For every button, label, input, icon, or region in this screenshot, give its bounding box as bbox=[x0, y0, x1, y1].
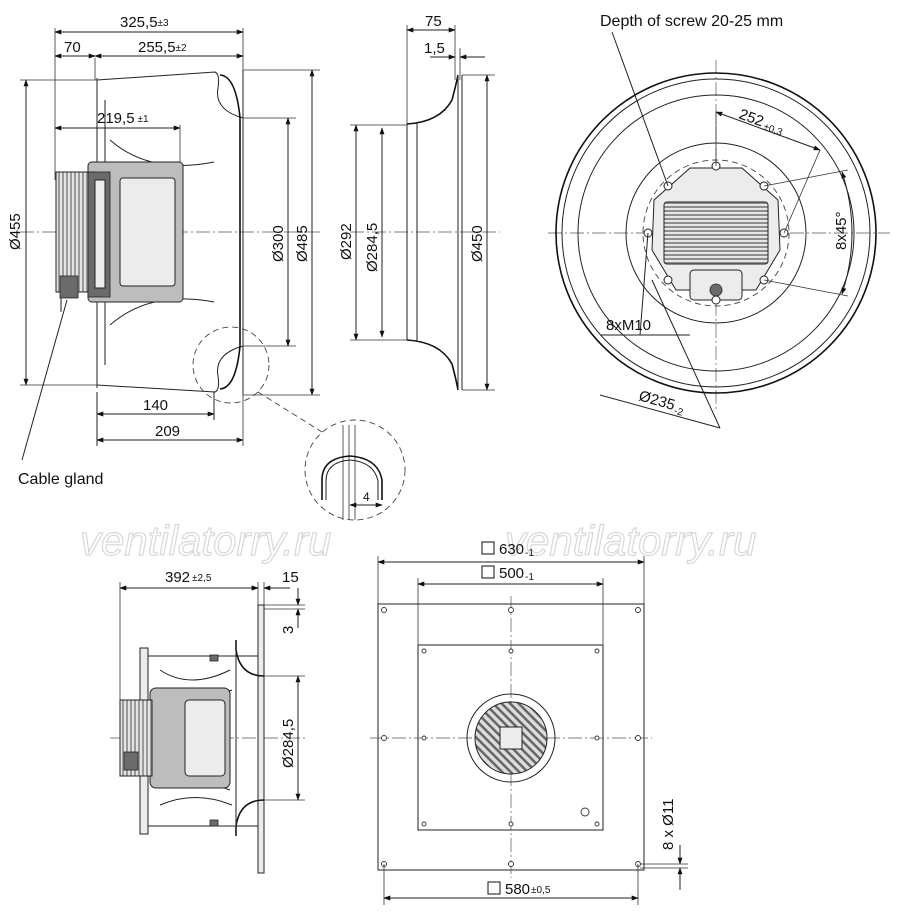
dim-dia-300: Ø300 bbox=[270, 225, 287, 262]
plate-view-dimensions: 630-1 500-1 580±0,5 8 x Ø11 bbox=[377, 541, 688, 905]
mounted-side-view-dimensions: 392±2,5 15 3 Ø284,5 bbox=[119, 569, 305, 801]
detail-view: 4 bbox=[304, 419, 406, 521]
watermark-left: ventilatorry.ru bbox=[80, 517, 331, 564]
dim-offset: 3 bbox=[280, 626, 297, 634]
dim-holes: 8 x Ø11 bbox=[660, 799, 677, 850]
dim-mounted-dia-284: Ø284,5 bbox=[280, 719, 297, 768]
dim-impeller-length: 255,5±2 bbox=[138, 39, 187, 56]
label-screw-depth: Depth of screw 20-25 mm bbox=[600, 13, 783, 30]
front-view bbox=[548, 60, 890, 410]
dim-overall-length: 325,5±3 bbox=[120, 14, 169, 31]
dim-nozzle-length: 75 bbox=[425, 13, 442, 30]
watermark-right: ventilatorry.ru bbox=[505, 517, 756, 564]
dim-plate-thickness: 15 bbox=[282, 569, 299, 586]
plate-view bbox=[370, 596, 652, 878]
dim-dia-284: Ø284,5 bbox=[364, 223, 381, 272]
dim-hole-pitch: 580±0,5 bbox=[505, 881, 551, 898]
dim-209: 209 bbox=[155, 423, 180, 440]
dim-motor-offset: 70 bbox=[64, 39, 81, 56]
nozzle-view: 75 1,5 Ø292 Ø284,5 Ø450 bbox=[338, 13, 500, 391]
dim-nozzle-lip: 1,5 bbox=[424, 40, 445, 57]
dim-140: 140 bbox=[143, 397, 168, 414]
dim-plate-outer: 630-1 bbox=[499, 541, 534, 559]
dim-thread: 8xM10 bbox=[606, 317, 651, 334]
side-view-dimensions: 325,5±3 70 255,5±2 219,5±1 140 209 Ø455 … bbox=[7, 14, 320, 488]
label-cable-gland: Cable gland bbox=[18, 471, 103, 488]
dim-angle: 8x45° bbox=[833, 211, 850, 250]
dim-dia-455: Ø455 bbox=[7, 213, 24, 250]
dim-dia-485: Ø485 bbox=[294, 225, 311, 262]
dim-mounted-length: 392±2,5 bbox=[165, 569, 212, 586]
side-view bbox=[20, 28, 323, 433]
dim-dia-450: Ø450 bbox=[469, 225, 486, 262]
dim-detail-4: 4 bbox=[363, 490, 370, 504]
dim-hub-length: 219,5±1 bbox=[97, 110, 149, 127]
dim-dia-292: Ø292 bbox=[338, 223, 355, 260]
dim-plate-inner: 500-1 bbox=[499, 565, 534, 583]
mounted-side-view bbox=[110, 582, 305, 874]
dim-dia-235: Ø235-2 bbox=[636, 388, 686, 419]
